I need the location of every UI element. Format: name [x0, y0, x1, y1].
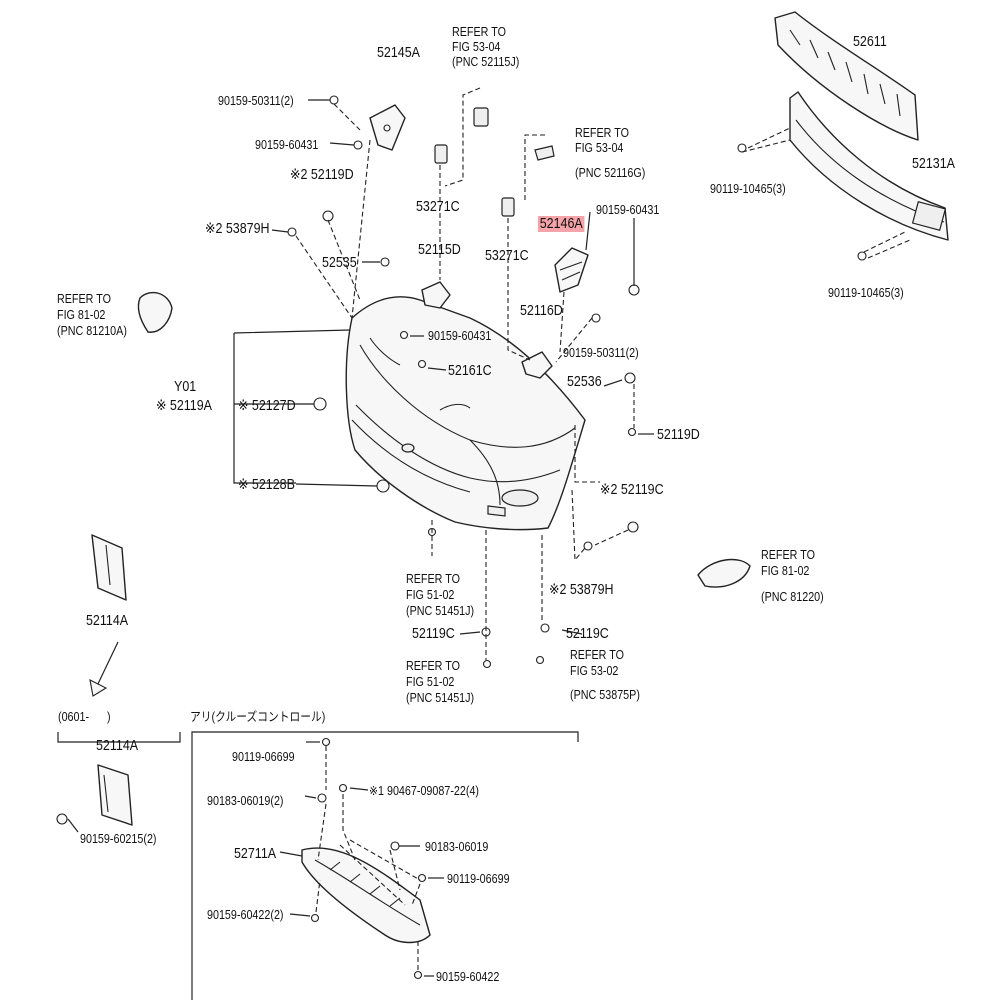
clip-53271C-drawing [434, 107, 555, 217]
label-52146A-highlighted: 52146A [538, 216, 585, 232]
label-refer-51-02-a-line3: (PNC 51451J) [406, 604, 475, 618]
label-Y01: Y01 [174, 379, 197, 395]
hardware-drawing [56, 95, 867, 980]
label-52711A: 52711A [234, 846, 277, 862]
solid-leaders [57, 99, 654, 1000]
label-refer-51-02-b-line1: REFER TO [406, 659, 460, 673]
label-cruise-note: アリ(クルーズコントロール) [190, 710, 326, 724]
label-refer-81-02-left-line1: REFER TO [57, 292, 111, 306]
label-90159-60431-right: 90159-60431 [596, 203, 660, 217]
label-refer-51-02-b-line3: (PNC 51451J) [406, 691, 475, 705]
label-refer-53-04-a-line2: FIG 53-04 [452, 40, 501, 54]
label-90119-10465-upper: 90119-10465(3) [710, 182, 786, 196]
label-90159-50311-top: 90159-50311(2) [218, 94, 294, 108]
label-90159-60431-mid: 90159-60431 [428, 329, 492, 343]
label-52114A-top: 52114A [86, 613, 129, 629]
label-90183-06019-right: 90183-06019 [425, 840, 489, 854]
label-52127D: ※ 52127D [238, 398, 296, 414]
label-52116D: 52116D [520, 303, 563, 319]
label-90119-06699-top: 90119-06699 [232, 750, 295, 764]
label-90159-50311-right: 90159-50311(2) [563, 346, 639, 360]
label-52119A: ※ 52119A [156, 398, 212, 414]
label-refer-51-02-b-line2: FIG 51-02 [406, 675, 455, 689]
label-refer-81-02-left-line2: FIG 81-02 [57, 308, 106, 322]
undercover-drawing [301, 847, 431, 944]
label-90159-60422-left: 90159-60422(2) [207, 908, 284, 922]
label-refer-81-02-right-line1: REFER TO [761, 548, 815, 562]
label-90159-60215: 90159-60215(2) [80, 832, 157, 846]
label-refer-53-04-a-line3: (PNC 52115J) [452, 55, 520, 69]
label-refer-81-02-right-line2: FIG 81-02 [761, 564, 810, 578]
label-refer-51-02-a-line1: REFER TO [406, 572, 460, 586]
label-52119C-mid: 52119C [566, 626, 609, 642]
label-90119-06699-right: 90119-06699 [447, 872, 510, 886]
retainer-52116D-drawing [521, 351, 553, 379]
label-52119D-top: ※2 52119D [290, 167, 354, 183]
bumper-cover-drawing [345, 296, 586, 531]
label-52128B: ※ 52128B [238, 477, 295, 493]
label-refer-53-04-b-line2: FIG 53-04 [575, 141, 624, 155]
bracket-52145A-drawing [369, 104, 406, 151]
lamp-left-drawing [137, 291, 173, 333]
label-date-range: (0601- ) [58, 710, 111, 724]
label-refer-53-02-line1: REFER TO [570, 648, 624, 662]
label-53879H-bottom: ※2 53879H [549, 582, 614, 598]
absorber-drawing [774, 11, 919, 141]
label-52119C-left: 52119C [412, 626, 455, 642]
label-52145A: 52145A [377, 45, 420, 61]
label-refer-53-04-b-line3: (PNC 52116G) [575, 166, 646, 180]
label-52535: 52535 [322, 255, 357, 271]
label-52119D-right: 52119D [657, 427, 700, 443]
arrow-down-left [89, 641, 119, 697]
label-52114A-bottom: 52114A [96, 738, 139, 754]
label-refer-81-02-left-line3: (PNC 81210A) [57, 324, 127, 338]
retainer-52115D-drawing [421, 281, 451, 309]
label-refer-53-04-b-line1: REFER TO [575, 126, 629, 140]
label-53271C-left: 53271C [416, 199, 460, 215]
label-52161C: 52161C [448, 363, 492, 379]
label-52115D: 52115D [418, 242, 461, 258]
label-52536: 52536 [567, 374, 602, 390]
label-refer-53-02-line2: FIG 53-02 [570, 664, 619, 678]
label-90159-60431-top: 90159-60431 [255, 138, 319, 152]
bracket-52146A-drawing [554, 247, 589, 293]
label-90159-60422-bottom: 90159-60422 [436, 970, 500, 984]
label-refer-81-02-right-line3: (PNC 81220) [761, 590, 824, 604]
lamp-right-drawing [697, 558, 751, 588]
label-90119-10465-lower: 90119-10465(3) [828, 286, 904, 300]
label-refer-53-02-line3: (PNC 53875P) [570, 688, 640, 702]
label-53271C-right: 53271C [485, 248, 529, 264]
label-90183-06019-left: 90183-06019(2) [207, 794, 284, 808]
label-52131A: 52131A [912, 156, 955, 172]
plate-bracket-drawing [91, 534, 133, 826]
reinforcement-drawing [789, 91, 949, 241]
label-52119C-right: ※2 52119C [600, 482, 664, 498]
label-refer-53-04-a-line1: REFER TO [452, 25, 506, 39]
label-90467-09087: ※1 90467-09087-22(4) [369, 784, 480, 798]
label-53879H-top: ※2 53879H [205, 221, 270, 237]
dashed-leaders [295, 87, 911, 970]
label-refer-51-02-a-line2: FIG 51-02 [406, 588, 455, 602]
label-52611: 52611 [853, 34, 887, 50]
